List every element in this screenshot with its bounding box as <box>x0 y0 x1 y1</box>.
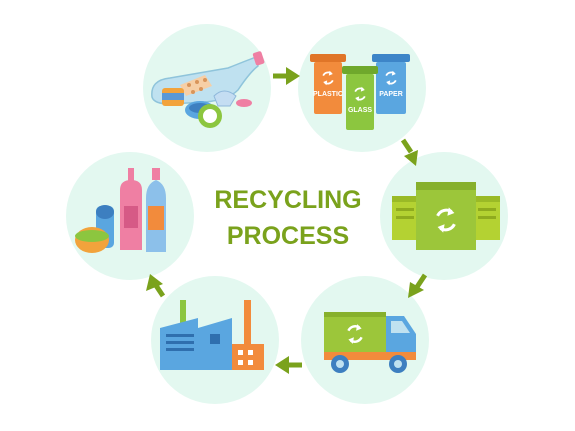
factory-icon <box>160 300 264 370</box>
sorting-bins-icon: PLASTIC PAPER GLASS <box>310 54 410 130</box>
arrow-factory-to-products <box>146 274 166 298</box>
title-line-2: PROCESS <box>227 222 349 250</box>
waste-items-icon <box>151 51 265 128</box>
glass-label: GLASS <box>348 107 372 114</box>
arrow-truck-to-factory <box>275 356 302 374</box>
plastic-bin: PLASTIC <box>310 54 346 114</box>
recycling-plant-icon <box>392 182 500 250</box>
arrow-plant-to-truck <box>408 273 428 298</box>
arrow-waste-to-sorting <box>273 67 300 85</box>
new-products-icon <box>75 168 166 253</box>
plastic-label: PLASTIC <box>313 91 343 98</box>
paper-label: PAPER <box>379 91 403 98</box>
title-line-1: RECYCLING <box>214 186 361 214</box>
glass-bin: GLASS <box>342 66 378 130</box>
paper-bin: PAPER <box>372 54 410 114</box>
garbage-truck-icon <box>324 312 416 373</box>
arrow-sorting-to-plant <box>400 138 418 166</box>
